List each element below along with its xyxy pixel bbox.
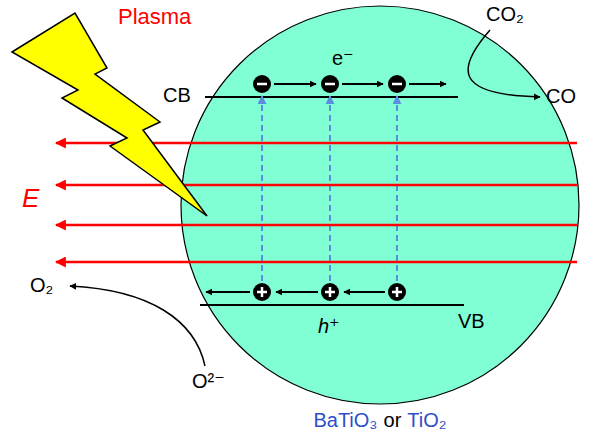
hole-drift-arrows	[206, 291, 385, 293]
diagram-label: E	[22, 185, 39, 211]
semiconductor-particle: e⁻CBVBh⁺	[180, 5, 580, 405]
oxygen-evolution-arrow	[70, 286, 205, 366]
diagram-label: CO	[546, 86, 576, 106]
band-label: h⁺	[318, 316, 340, 336]
particle-outline	[180, 5, 580, 405]
lightning-bolt	[12, 13, 207, 216]
excitation-arrows	[262, 96, 397, 281]
material-caption: BaTiO₃ orTiO₂	[230, 410, 530, 430]
diagram-label: O₂	[30, 275, 53, 295]
diagram-label: Plasma	[118, 6, 191, 28]
material-name: or	[384, 409, 402, 431]
co2-reduction-arrow	[468, 30, 540, 97]
material-name: TiO₂	[407, 409, 446, 431]
particle-circle	[181, 6, 579, 404]
band-label: e⁻	[332, 48, 354, 68]
band-label: CB	[163, 85, 191, 105]
diagram-label: O²⁻	[192, 371, 225, 391]
conduction-band-line	[205, 96, 458, 98]
electron-drift-arrows	[274, 83, 446, 85]
band-label: VB	[458, 311, 485, 331]
diagram-label: CO₂	[486, 4, 524, 24]
hole-symbols	[253, 283, 406, 301]
material-name: BaTiO₃	[313, 409, 377, 431]
valence-band-line	[200, 304, 464, 306]
electron-symbols	[253, 75, 406, 93]
